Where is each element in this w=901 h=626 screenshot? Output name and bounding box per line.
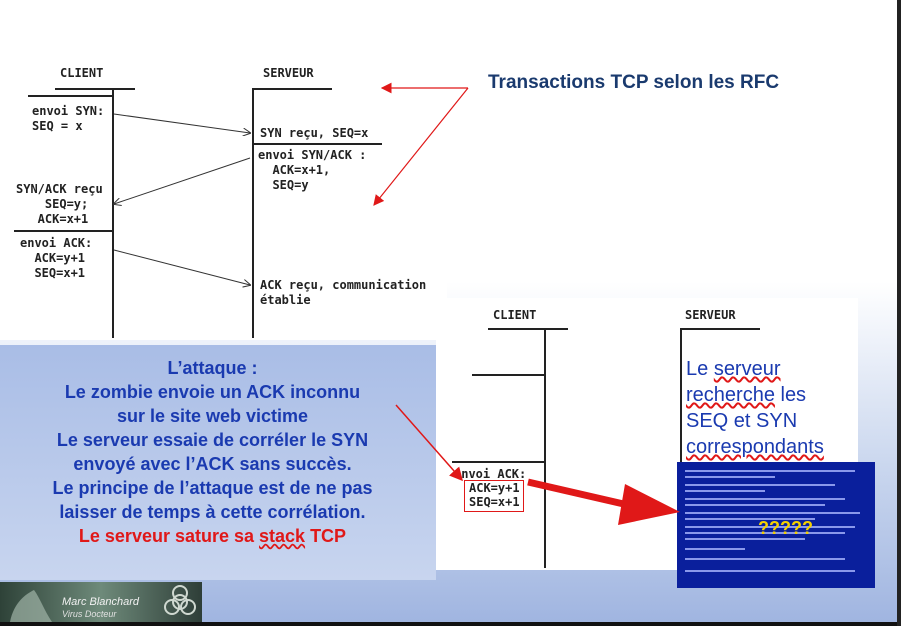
seq-value: SEQ=x+1 [469, 495, 520, 509]
right-border [897, 0, 901, 626]
blue-screen-image [677, 462, 875, 588]
synack-arrow [114, 157, 251, 204]
server-ack-recv-text: ACK reçu, communication établie [260, 278, 427, 307]
client-lifeline [544, 328, 546, 568]
client-label: CLIENT [493, 308, 537, 322]
attack-heading: L’attaque : [167, 358, 258, 378]
server-header-line [680, 328, 760, 330]
server-synack-text: envoi SYN/ACK : ACK=x+1, SEQ=y [258, 148, 367, 192]
attack-line-5: Le principe de l’attaque est de ne pas [52, 478, 373, 498]
attack-line-1: Le zombie envoie un ACK inconnu [64, 382, 361, 402]
ack-arrow [113, 249, 250, 285]
top-sequence-diagram: CLIENT SERVEUR envoi SYN: SEQ = x SYN re… [0, 58, 447, 340]
server-label: SERVEUR [263, 66, 314, 80]
syn-arrow [113, 113, 250, 133]
title-pointer-2 [373, 87, 469, 206]
question-marks: ????? [758, 518, 813, 538]
client-label: CLIENT [60, 66, 104, 80]
divider [28, 95, 112, 97]
note-word-correspondants: correspondants [686, 436, 824, 458]
attack-pointer [395, 404, 463, 482]
attack-line-7: Le serveur sature sa stack TCP [78, 526, 347, 546]
logo-name: Marc Blanchard [62, 596, 140, 608]
divider [472, 374, 544, 376]
client-ack-text: envoi ACK: [454, 467, 527, 481]
divider [14, 230, 112, 232]
client-lifeline [112, 88, 114, 338]
big-arrow-shaft [527, 478, 629, 509]
bottom-border [0, 622, 901, 626]
divider [252, 143, 382, 145]
note-word-serveur: serveur [713, 358, 781, 380]
client-header-line [55, 88, 135, 90]
author-logo [0, 582, 202, 622]
message-arrows [0, 113, 447, 340]
attack-line-3: Le serveur essaie de corréler le SYN [56, 430, 369, 450]
server-lifeline [252, 88, 254, 338]
attack-line-4: envoyé avec l’ACK sans succès. [73, 454, 352, 474]
ack-value: ACK=y+1 [469, 481, 520, 495]
client-ack-text: envoi ACK: ACK=y+1 SEQ=x+1 [20, 236, 93, 280]
big-arrow-head [618, 484, 680, 525]
biohazard-icon [164, 585, 196, 615]
server-header-line [252, 88, 332, 90]
attack-panel [0, 345, 436, 580]
server-syn-recv-text: SYN reçu, SEQ=x [260, 126, 369, 140]
logo-subtitle: Virus Docteur [62, 609, 117, 619]
client-header-line [488, 328, 568, 330]
divider [452, 461, 544, 463]
server-label: SERVEUR [685, 308, 736, 322]
ack-highlight-box [464, 480, 524, 512]
slide-title: Transactions TCP selon les RFC [488, 72, 780, 93]
attack-line-2: sur le site web victime [116, 406, 309, 426]
note-word-recherche: recherche [686, 384, 775, 406]
figure-silhouette [10, 590, 52, 622]
server-lifeline [680, 328, 682, 568]
client-syn-text: envoi SYN: SEQ = x [32, 104, 105, 133]
attack-line-6: laisser de temps à cette corrélation. [59, 502, 366, 522]
server-note: Le serveur recherche les SEQ et SYN corr… [686, 358, 824, 458]
client-synack-recv-text: SYN/ACK reçu SEQ=y; ACK=x+1 [16, 182, 103, 226]
attack-description: L’attaque : Le zombie envoie un ACK inco… [0, 356, 425, 548]
